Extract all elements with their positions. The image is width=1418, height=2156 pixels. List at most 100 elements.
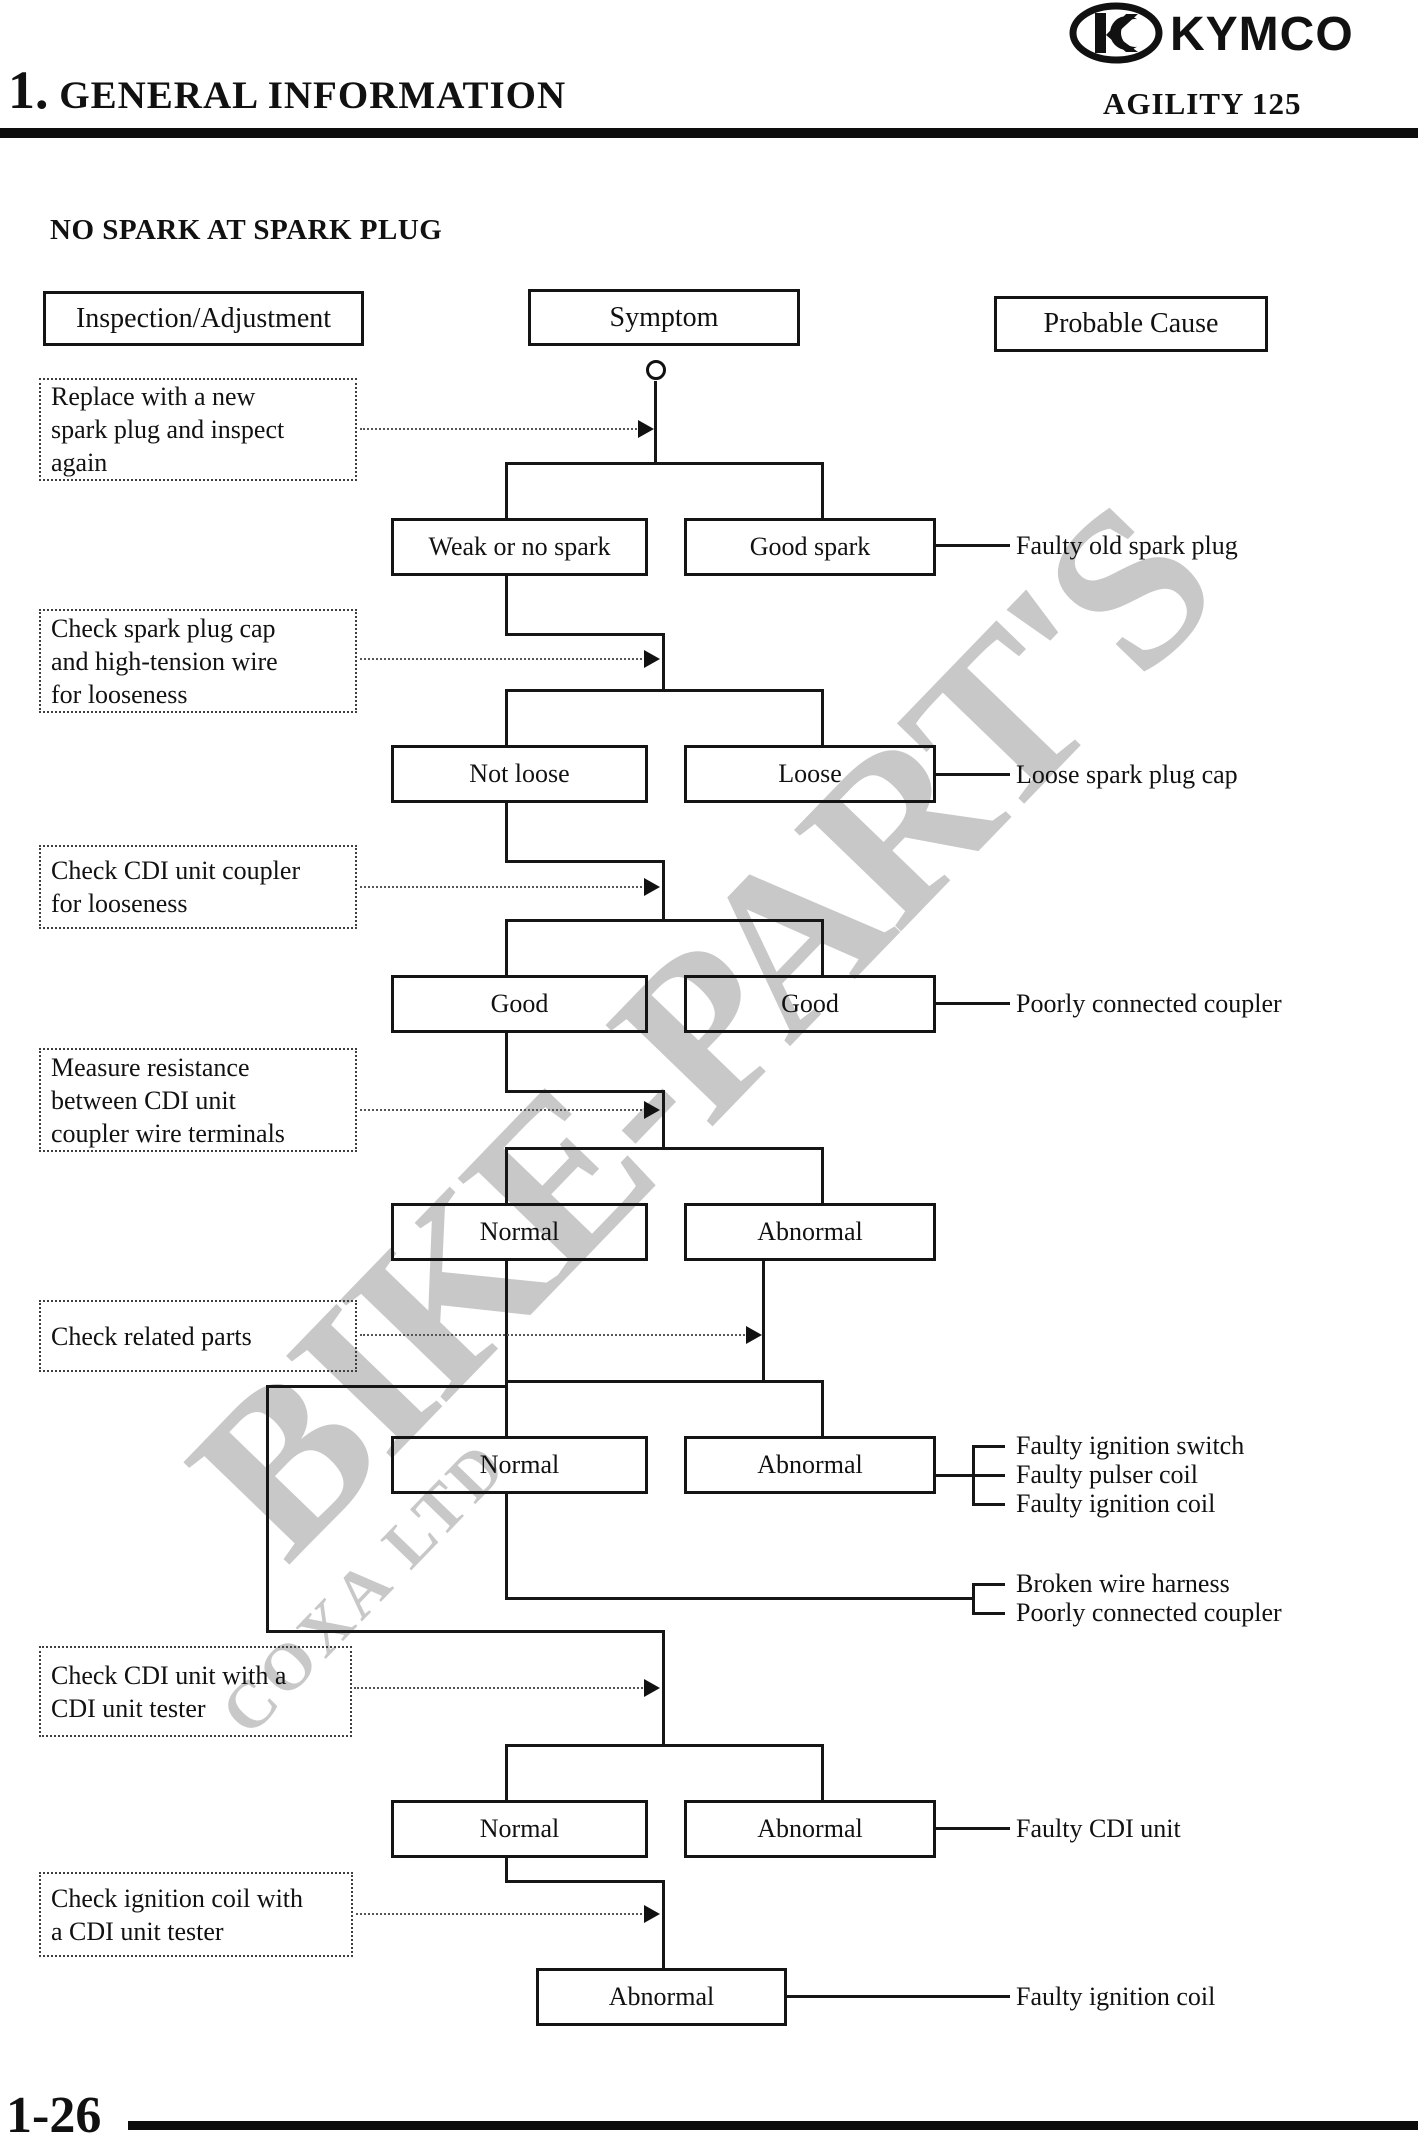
flow-line: [266, 1385, 508, 1388]
flow-line: [505, 576, 508, 636]
arrowhead-icon: [746, 1326, 762, 1344]
flow-branch-bar: [505, 689, 824, 692]
cause-line: [936, 773, 1010, 776]
flow-line: [266, 1630, 665, 1633]
flow-line: [821, 692, 824, 745]
flow-line: [505, 1090, 665, 1093]
step-text-line: Check CDI unit with a: [51, 1660, 287, 1690]
flow-line: [505, 465, 508, 518]
header-rule: [0, 128, 1418, 138]
model-name: AGILITY 125: [1103, 86, 1302, 121]
step-text-line: Check CDI unit coupler: [51, 856, 301, 885]
arrowhead-icon: [644, 878, 660, 896]
cause-label: Faulty ignition coil: [1016, 1489, 1216, 1518]
flow-line: [821, 1747, 824, 1800]
step-text-line: Measure resistance: [51, 1052, 250, 1082]
flow-line: [505, 1383, 508, 1436]
step-text-line: coupler wire terminals: [51, 1118, 285, 1148]
flow-line: [662, 1883, 665, 1968]
cause-label: Faulty ignition switch: [1016, 1431, 1245, 1460]
flow-line: [505, 922, 508, 975]
flow-line: [505, 1747, 508, 1800]
step-text-line: and high-tension wire: [51, 646, 278, 676]
cause-label: Faulty old spark plug: [1016, 531, 1238, 560]
kymco-logo-graphic: KYMCO: [1069, 2, 1353, 64]
flow-line: [505, 633, 665, 636]
flow-line: [505, 1494, 508, 1600]
step-text-line: CDI unit tester: [51, 1693, 206, 1723]
cause-label: Faulty ignition coil: [1016, 1982, 1216, 2011]
arrowhead-icon: [644, 1101, 660, 1119]
arrowhead-icon: [644, 1679, 660, 1697]
flow-line: [662, 633, 665, 692]
footer-rule: [128, 2121, 1418, 2130]
column-header-symptom: Symptom: [528, 289, 800, 346]
step-text-line: spark plug and inspect: [51, 415, 285, 444]
cause-line: [787, 1995, 1010, 1998]
cause-tick: [975, 1503, 1005, 1506]
symptom-box: Normal: [391, 1203, 648, 1261]
inspection-step-box: Check CDI unit coupler for looseness: [39, 845, 357, 929]
step-text-line: Check related parts: [51, 1321, 252, 1351]
cause-label: Faulty CDI unit: [1016, 1814, 1181, 1843]
kymco-oval-k-icon: [1069, 2, 1163, 64]
flow-line: [821, 1383, 824, 1436]
step-text-line: for looseness: [51, 679, 188, 709]
flow-line: [266, 1388, 269, 1630]
cause-line: [936, 1002, 1010, 1005]
cause-tick: [975, 1583, 1005, 1586]
step-text-line: again: [51, 448, 108, 477]
inspection-step-box: Replace with a new spark plug and inspec…: [39, 378, 357, 481]
cause-label: Poorly connected coupler: [1016, 989, 1282, 1018]
flow-line: [821, 1150, 824, 1203]
brand-logo: KYMCO: [1068, 2, 1418, 69]
chapter-number: 1.: [8, 60, 49, 120]
flow-line: [505, 1858, 508, 1883]
step-text-line: Replace with a new: [51, 382, 256, 411]
symptom-box: Normal: [391, 1436, 648, 1494]
flow-line: [505, 1033, 508, 1093]
cause-label: Poorly connected coupler: [1016, 1598, 1282, 1627]
page-title: NO SPARK AT SPARK PLUG: [50, 214, 443, 246]
symptom-box: Normal: [391, 1800, 648, 1858]
arrowhead-icon: [638, 420, 654, 438]
flow-line: [821, 922, 824, 975]
inspection-step-box: Check spark plug cap and high-tension wi…: [39, 609, 357, 713]
dotted-arrow-line: [356, 1913, 646, 1915]
flow-line: [505, 1880, 665, 1883]
dotted-arrow-line: [360, 1109, 646, 1111]
flow-line: [505, 1261, 508, 1388]
symptom-box: Loose: [684, 745, 936, 803]
step-text-line: Check spark plug cap: [51, 613, 276, 643]
symptom-box: Abnormal: [684, 1800, 936, 1858]
step-text-line: for looseness: [51, 889, 188, 918]
cause-line: [936, 1827, 1010, 1830]
symptom-box: Weak or no spark: [391, 518, 648, 576]
arrowhead-icon: [644, 650, 660, 668]
cause-tick: [975, 1612, 1005, 1615]
cause-tick: [975, 1445, 1005, 1448]
inspection-step-box: Check ignition coil with a CDI unit test…: [39, 1872, 353, 1957]
cause-bracket: [972, 1445, 975, 1506]
symptom-box: Abnormal: [536, 1968, 787, 2026]
symptom-box: Good: [684, 975, 936, 1033]
step-text-line: between CDI unit: [51, 1085, 236, 1115]
dotted-arrow-line: [360, 658, 646, 660]
page-number: 1-26: [6, 2087, 102, 2144]
step-text-line: Check ignition coil with: [51, 1883, 304, 1913]
flow-line: [505, 1597, 975, 1600]
inspection-step-box: Check CDI unit with a CDI unit tester: [39, 1646, 352, 1737]
dotted-arrow-line: [360, 428, 640, 430]
flow-line: [662, 1090, 665, 1150]
flow-branch-bar: [505, 462, 824, 465]
flow-line: [505, 692, 508, 745]
symptom-box: Not loose: [391, 745, 648, 803]
column-header-inspection: Inspection/Adjustment: [43, 291, 364, 346]
column-header-probable-cause: Probable Cause: [994, 296, 1268, 352]
symptom-box: Good spark: [684, 518, 936, 576]
cause-line: [936, 544, 1010, 547]
flow-line: [505, 1150, 508, 1203]
flow-start-node: [646, 360, 666, 380]
flow-line: [662, 1633, 665, 1744]
